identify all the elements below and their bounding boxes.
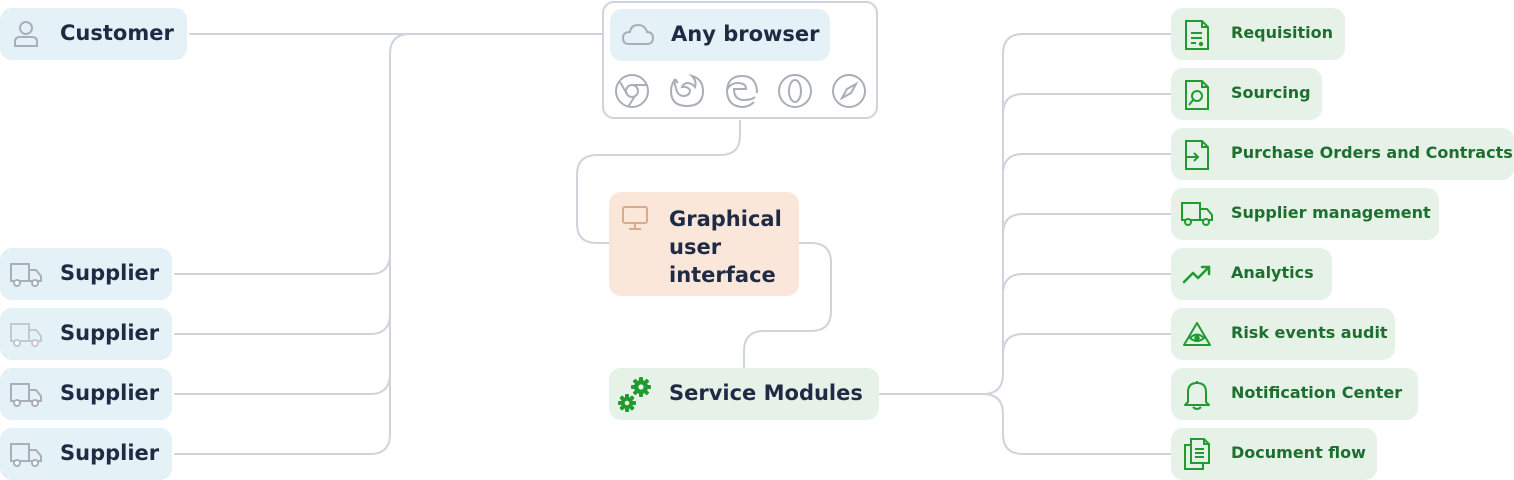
module-notification-center: Notification Center	[1171, 368, 1418, 420]
module-analytics: Analytics	[1171, 248, 1332, 300]
user-icon	[14, 21, 38, 47]
module-supplier-management: Supplier management	[1171, 188, 1439, 240]
cloud-icon	[621, 23, 655, 45]
truck-icon	[10, 443, 42, 467]
supplier-label: Supplier	[60, 321, 160, 345]
supplier-node: Supplier	[0, 308, 172, 360]
supplier-label: Supplier	[60, 441, 160, 465]
service-modules-node: Service Modules	[609, 368, 879, 420]
safari-icon	[832, 74, 866, 108]
module-label: Notification Center	[1231, 383, 1403, 402]
warning-eye-icon	[1183, 322, 1211, 346]
truck-icon	[10, 383, 42, 407]
supplier-node: Supplier	[0, 248, 172, 300]
document-icon	[1185, 20, 1209, 50]
module-label: Analytics	[1231, 263, 1314, 282]
module-label: Document flow	[1231, 443, 1366, 462]
document-export-icon	[1185, 140, 1209, 170]
documents-icon	[1184, 438, 1210, 470]
module-risk-events-audit: Risk events audit	[1171, 308, 1395, 360]
supplier-node: Supplier	[0, 428, 172, 480]
module-requisition: Requisition	[1171, 8, 1345, 60]
module-label: Sourcing	[1231, 83, 1311, 102]
supplier-label: Supplier	[60, 261, 160, 285]
module-sourcing: Sourcing	[1171, 68, 1322, 120]
trend-up-icon	[1182, 265, 1211, 284]
truck-icon	[10, 323, 42, 347]
any-browser-node: Any browser	[610, 9, 830, 61]
module-label: Risk events audit	[1231, 323, 1388, 342]
gui-label-line: Graphical	[669, 207, 782, 231]
gui-label-line: user	[669, 235, 722, 259]
supplier-label: Supplier	[60, 381, 160, 405]
module-label: Requisition	[1231, 23, 1334, 42]
edge-icon	[726, 74, 758, 109]
customer-label: Customer	[60, 21, 174, 45]
bell-icon	[1184, 381, 1210, 410]
module-label: Purchase Orders and Contracts	[1231, 143, 1513, 162]
gui-node: Graphical user interface	[609, 192, 799, 296]
module-purchase-orders: Purchase Orders and Contracts	[1171, 128, 1514, 180]
opera-icon	[778, 74, 812, 108]
module-label: Supplier management	[1231, 203, 1431, 222]
firefox-icon	[669, 74, 705, 108]
any-browser-label: Any browser	[671, 22, 820, 46]
truck-icon	[10, 263, 42, 287]
gui-label-line: interface	[669, 263, 776, 287]
chrome-icon	[615, 74, 649, 108]
customer-node: Customer	[0, 8, 187, 60]
supplier-node: Supplier	[0, 368, 172, 420]
service-modules-label: Service Modules	[669, 381, 863, 405]
gears-icon	[618, 377, 651, 412]
module-document-flow: Document flow	[1171, 428, 1377, 480]
document-search-icon	[1185, 80, 1209, 110]
truck-icon	[1181, 202, 1213, 226]
monitor-icon	[622, 206, 648, 230]
browser-box: Any browser	[602, 1, 878, 119]
